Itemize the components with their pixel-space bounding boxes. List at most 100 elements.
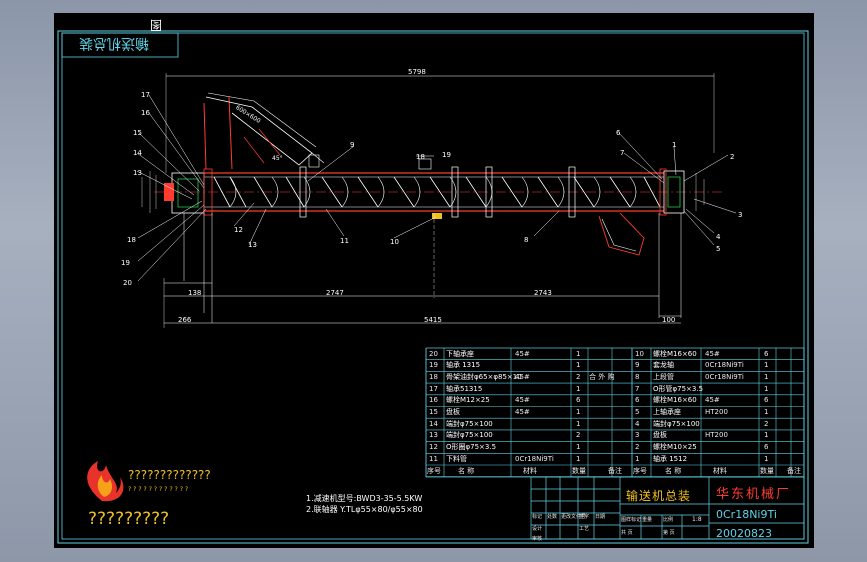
bom-cell-no: 6 — [635, 396, 640, 405]
bom-cell-qty: 1 — [576, 408, 581, 416]
part-callout: 13 — [248, 241, 257, 249]
bom-cell-qty: 1 — [576, 361, 581, 370]
bom-cell-qty: 1 — [576, 349, 581, 358]
bom-cell-name: 螺栓M10×25 — [653, 443, 697, 452]
dim-138: 138 — [188, 289, 202, 297]
bom-cell-qty: 1 — [764, 384, 769, 393]
title-block-label: 审核 — [532, 536, 543, 542]
bom-cell-qty: 1 — [576, 419, 581, 428]
bom-header-remark: 备注 — [608, 466, 622, 475]
part-callout: 18 — [416, 153, 425, 161]
bom-cell-no: 4 — [635, 419, 640, 428]
bom-cell-qty: 6 — [764, 349, 769, 358]
bom-cell-name: 螺栓M16×60 — [653, 349, 697, 358]
part-callout: 8 — [524, 236, 529, 244]
bom-cell-qty: 1 — [764, 431, 769, 440]
inlet-angle: 45° — [272, 155, 283, 162]
part-callout: 1 — [672, 141, 677, 149]
bom-cell-no: 19 — [429, 361, 438, 370]
title-block-label: 比例 — [663, 517, 674, 523]
bom-cell-no: 8 — [635, 372, 640, 381]
title-block-label: 日期 — [595, 514, 606, 520]
bom-cell-name: 骨架油封φ65×φ85×10 — [446, 372, 522, 381]
bom-cell-name: 上轴承座 — [653, 408, 681, 416]
part-callout: 20 — [123, 279, 132, 287]
part-callout: 17 — [141, 91, 150, 99]
bom-cell-material: 0Cr18Ni9Ti — [705, 361, 744, 370]
bom-cell-qty: 1 — [576, 443, 581, 452]
title-block-label: 处数 — [547, 514, 558, 520]
bom-cell-no: 9 — [635, 361, 640, 370]
bom-cell-name: 下料管 — [446, 454, 467, 463]
bom-header-name: 名 称 — [458, 466, 475, 475]
logo-text-2: ???????????? — [128, 486, 191, 493]
outer-border — [57, 30, 809, 544]
scale-field: 1:8 — [692, 516, 702, 523]
bom-header-material: 材料 — [523, 466, 537, 475]
part-callout: 4 — [716, 233, 721, 241]
bom-cell-qty: 2 — [576, 372, 581, 381]
part-callout: 19 — [121, 259, 130, 267]
bom-cell-material: 45# — [515, 349, 530, 358]
bom-cell-name: 螺栓M12×25 — [446, 396, 490, 405]
title-block-label: 标记 — [532, 514, 543, 520]
bom-cell-qty: 1 — [764, 372, 769, 381]
bom-cell-no: 12 — [429, 443, 438, 452]
dim-100: 100 — [662, 316, 676, 324]
bom-cell-qty: 2 — [576, 431, 581, 440]
part-callout: 14 — [133, 149, 142, 157]
bom-cell-name: O形管φ75×3.5 — [653, 384, 704, 393]
bom-cell-qty: 1 — [764, 408, 769, 416]
bom-header-no: 序号 — [633, 466, 647, 475]
bom-cell-name: 轴承51315 — [446, 384, 483, 393]
part-callout: 11 — [340, 237, 349, 245]
part-callout: 12 — [234, 226, 243, 234]
bom-cell-no: 11 — [429, 454, 438, 463]
logo-text-1: ????????????? — [128, 468, 211, 482]
bom-cell-name: 轴承 1512 — [653, 454, 688, 463]
bom-cell-no: 14 — [429, 419, 438, 428]
part-callout: 19 — [442, 151, 451, 159]
conveyor-assembly — [136, 73, 737, 328]
bom-cell-name: 套龙轴 — [653, 361, 674, 370]
bom-row-lines — [425, 348, 805, 478]
bom-cell-no: 17 — [429, 384, 438, 393]
bom-cell-qty: 1 — [576, 384, 581, 393]
bom-header-qty: 数量 — [760, 466, 774, 475]
bom-header-no: 序号 — [427, 466, 441, 475]
drawing-title: 输送机总装 — [626, 489, 692, 503]
bom-cell-qty: 6 — [576, 396, 581, 405]
title-block-label: 第 页 — [663, 530, 675, 536]
bom-cell-no: 3 — [635, 431, 640, 440]
bom-cell-no: 7 — [635, 384, 640, 393]
bom-cell-qty: 6 — [764, 443, 769, 452]
bom-cell-no: 5 — [635, 408, 640, 416]
bom-cell-name: 下轴承座 — [446, 349, 474, 358]
bom-cell-qty: 6 — [764, 396, 769, 405]
bom-header-name: 名 称 — [665, 466, 682, 475]
bom-header-remark: 备注 — [787, 466, 801, 475]
bom-cell-qty: 1 — [576, 454, 581, 463]
part-callout: 7 — [620, 149, 625, 157]
bom-cell-no: 15 — [429, 408, 438, 416]
bom-cell-material: 0Cr18Ni9Ti — [515, 454, 554, 463]
bom-cell-no: 1 — [635, 454, 640, 463]
title-block-label: 工艺 — [579, 526, 590, 532]
logo-text-3: ????????? — [88, 509, 170, 529]
bom-cell-material: HT200 — [705, 431, 728, 440]
title-block-label: 签字 — [579, 514, 590, 520]
note-line-2: 2.联轴器 Y.TLφ55×80/φ55×80 — [306, 505, 423, 514]
bom-cell-name: O形圈φ75×3.5 — [446, 443, 497, 452]
title-block-label: 共 页 — [621, 530, 633, 536]
logo-flame — [87, 461, 124, 502]
bom-cell-qty: 1 — [764, 454, 769, 463]
bom-cell-name: 盘板 — [653, 431, 667, 440]
part-callout: 18 — [127, 236, 136, 244]
company-name: 华东机械厂 — [716, 487, 792, 502]
bom-cell-material: 45# — [705, 349, 720, 358]
cad-drawing — [57, 30, 809, 544]
total-length-dim: 5415 — [424, 316, 442, 324]
bom-cell-material: 45# — [515, 396, 530, 405]
bom-cell-no: 13 — [429, 431, 438, 440]
title-block-label: 图样标记 — [621, 517, 642, 523]
